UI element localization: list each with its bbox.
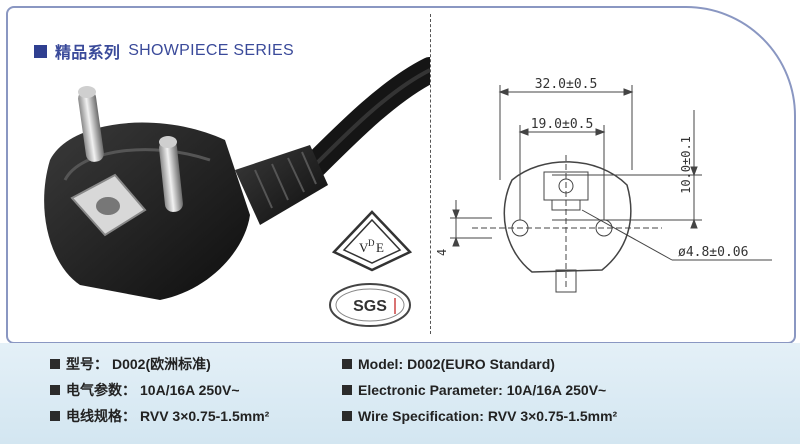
spec-value: RVV 3×0.75-1.5mm² <box>487 408 618 424</box>
spec-label: Wire Specification: <box>358 408 484 424</box>
spec-value: D002(欧洲标准) <box>112 356 211 372</box>
spec-label: 型号： <box>66 356 108 372</box>
specs-band: 型号： D002(欧洲标准) 电气参数： 10A/16A 250V~ 电线规格：… <box>0 343 800 444</box>
bullet-square-icon <box>342 359 352 369</box>
vde-logo: V D E <box>331 210 413 272</box>
bullet-square-icon <box>50 385 60 395</box>
vde-d-text: D <box>368 238 375 248</box>
dim-width-text: 32.0±0.5 <box>535 77 598 92</box>
plug-photo <box>44 57 430 300</box>
spec-label: 电气参数： <box>66 382 136 398</box>
technical-drawing: 32.0±0.5 19.0±0.5 10.0±0.1 4 ø4.8±0.06 <box>435 77 772 293</box>
series-heading: 精品系列 SHOWPIECE SERIES <box>34 40 294 62</box>
bullet-square-icon <box>50 411 60 421</box>
spec-label: Model: <box>358 356 404 372</box>
dim-pin-diameter-text: ø4.8±0.06 <box>678 245 748 260</box>
sgs-logo: SGS <box>329 283 411 327</box>
svg-text:V: V <box>359 240 369 255</box>
specs-column-en: Model: D002(EURO Standard) Electronic Pa… <box>342 351 617 429</box>
series-title-cn: 精品系列 <box>55 43 121 62</box>
spec-param-en: Electronic Parameter: 10A/16A 250V~ <box>342 377 617 403</box>
specs-column-cn: 型号： D002(欧洲标准) 电气参数： 10A/16A 250V~ 电线规格：… <box>50 351 269 429</box>
spec-value: 10A/16A 250V~ <box>506 382 607 398</box>
spec-wire-cn: 电线规格： RVV 3×0.75-1.5mm² <box>50 403 269 429</box>
section-divider <box>430 14 431 334</box>
dim-height-text: 10.0±0.1 <box>679 136 693 194</box>
spec-value: 10A/16A 250V~ <box>140 382 240 398</box>
spec-label: Electronic Parameter: <box>358 382 503 398</box>
bullet-square-icon <box>34 44 47 58</box>
spec-param-cn: 电气参数： 10A/16A 250V~ <box>50 377 269 403</box>
spec-model-en: Model: D002(EURO Standard) <box>342 351 617 377</box>
svg-text:E: E <box>376 240 384 255</box>
spec-value: RVV 3×0.75-1.5mm² <box>140 408 270 424</box>
spec-model-cn: 型号： D002(欧洲标准) <box>50 351 269 377</box>
sgs-text: SGS <box>353 298 387 315</box>
dim-small-text: 4 <box>435 249 449 256</box>
spec-value: D002(EURO Standard) <box>407 356 555 372</box>
bullet-square-icon <box>50 359 60 369</box>
spec-wire-en: Wire Specification: RVV 3×0.75-1.5mm² <box>342 403 617 429</box>
series-title-en: SHOWPIECE SERIES <box>128 42 294 59</box>
spec-label: 电线规格： <box>66 408 136 424</box>
bullet-square-icon <box>342 411 352 421</box>
bullet-square-icon <box>342 385 352 395</box>
dim-pin-spacing-text: 19.0±0.5 <box>531 117 594 132</box>
